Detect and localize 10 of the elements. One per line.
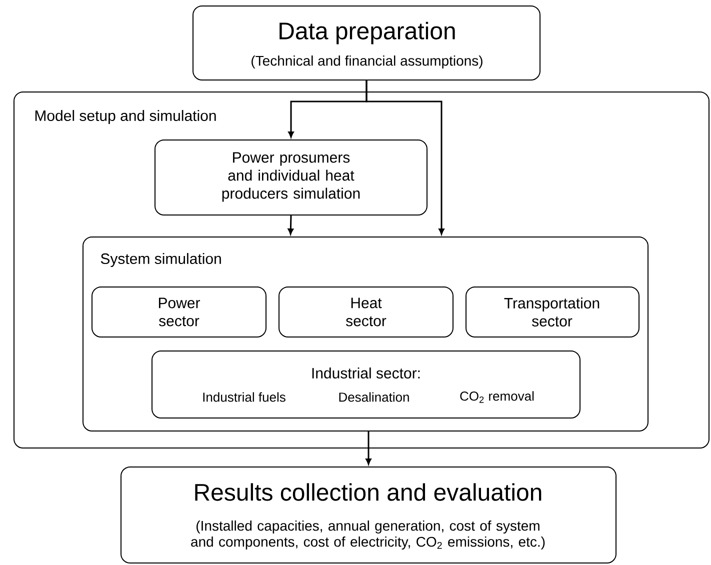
process-box: Power sector xyxy=(92,286,266,338)
arrow xyxy=(288,215,294,235)
process-box: Results collection and evaluation (Installed capacities, annual generation, cost of system and components, cost of electricity, CO$_{2}$ emissions, etc.) xyxy=(120,466,616,564)
process-box: Power prosumers and individual heat producers simulation xyxy=(154,140,428,216)
process-box: Data preparation (Technical and financial assumptions) xyxy=(192,6,540,80)
arrow xyxy=(366,80,444,235)
process-box: Industrial sector: Industrial fuels Desalination CO$_{2}$ removal xyxy=(152,350,580,418)
arrow xyxy=(366,432,372,465)
process-box: Heat sector xyxy=(278,286,454,338)
process-box: Transportation sector xyxy=(466,286,640,338)
